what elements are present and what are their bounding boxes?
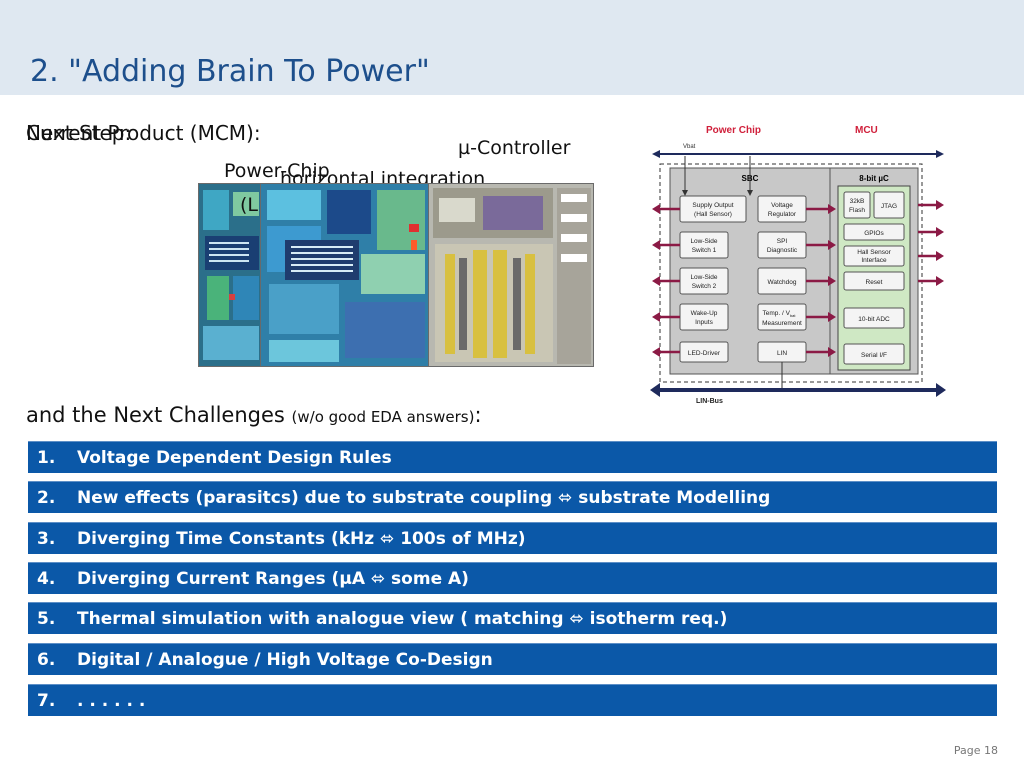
challenge-item-7: 7. . . . . . .: [28, 684, 997, 716]
challenge-text: Diverging Current Ranges (µA ⬄ some A): [77, 569, 469, 589]
challenge-text: Voltage Dependent Design Rules: [77, 448, 392, 468]
challenge-number: 4.: [37, 569, 56, 589]
challenge-number: 7.: [37, 691, 56, 711]
challenge-item-4: 4. Diverging Current Ranges (µA ⬄ some A): [28, 562, 997, 594]
challenge-text: Digital / Analogue / High Voltage Co-Des…: [77, 650, 493, 670]
lin-bus-label: LIN-Bus: [696, 398, 723, 405]
challenge-item-2: 2. New effects (parasitcs) due to substra…: [28, 481, 997, 513]
die-photo-right: [428, 183, 594, 367]
mcu-heading: MCU: [855, 125, 878, 136]
hall-label-1: Hall Sensor: [857, 249, 891, 256]
die-photo-left: [198, 183, 264, 367]
challenge-item-5: 5. Thermal simulation with analogue view …: [28, 602, 997, 634]
current-product-label: Current Product (MCM):: [26, 121, 261, 145]
die-photo-center: [260, 183, 430, 367]
power-chip-heading: Power Chip: [706, 125, 761, 136]
challenge-number: 1.: [37, 448, 56, 468]
watchdog-label: Watchdog: [767, 279, 796, 286]
wake-up-label-1: Wake-Up: [691, 310, 718, 317]
low-side-2-label-a: Low-Side: [690, 274, 717, 281]
gpios-label: GPIOs: [864, 230, 884, 237]
vbat-label: Vbat: [683, 144, 696, 150]
spi-label-2: Diagnostic: [767, 247, 798, 254]
hall-label-2: Interface: [861, 257, 887, 264]
low-side-1-label-a: Low-Side: [690, 238, 717, 245]
flash-label-1: 32kB: [850, 198, 865, 205]
challenge-number: 6.: [37, 650, 56, 670]
temp-label-1: Temp. / Vbat: [762, 310, 796, 318]
power-chip-label: Power-Chip: [224, 160, 330, 182]
challenge-number: 2.: [37, 488, 56, 508]
temp-label-sub: bat: [790, 313, 796, 318]
flash-label-2: Flash: [849, 207, 865, 214]
temp-label-2: Measurement: [762, 320, 802, 327]
controller-label: µ-Controller: [458, 137, 571, 159]
led-driver-label: LED-Driver: [688, 350, 721, 357]
paren-fragment: (L: [240, 194, 258, 216]
uc-label: 8-bit µC: [859, 174, 889, 183]
challenge-text: Thermal simulation with analogue view ( …: [77, 609, 728, 629]
low-side-2-label-b: Switch 2: [692, 283, 717, 290]
wake-up-label-2: Inputs: [695, 319, 713, 326]
challenge-number: 5.: [37, 609, 56, 629]
voltage-regulator-label-1: Voltage: [771, 202, 793, 209]
voltage-regulator-label-2: Regulator: [768, 211, 797, 218]
low-side-1-label-b: Switch 1: [692, 247, 717, 254]
page-number: Page 18: [953, 744, 998, 757]
challenge-number: 3.: [37, 529, 56, 549]
challenges-heading-main: and the Next Challenges: [26, 403, 292, 427]
jtag-label: JTAG: [881, 203, 897, 210]
reset-label: Reset: [866, 279, 883, 286]
challenges-heading: and the Next Challenges (w/o good EDA an…: [26, 403, 482, 427]
adc-label: 10-bit ADC: [858, 316, 890, 323]
challenge-text: New effects (parasitcs) due to substrate…: [77, 488, 771, 508]
challenges-heading-colon: :: [474, 403, 482, 427]
challenge-text: Diverging Time Constants (kHz ⬄ 100s of …: [77, 529, 526, 549]
title-band: [0, 0, 1024, 95]
supply-output-label-2: (Hall Sensor): [694, 211, 732, 218]
page-title: 2. "Adding Brain To Power": [30, 54, 430, 89]
temp-label-main: Temp. / V: [762, 310, 790, 317]
challenge-item-6: 6. Digital / Analogue / High Voltage Co-D…: [28, 643, 997, 675]
supply-output-label-1: Supply Output: [692, 202, 733, 209]
challenge-item-1: 1. Voltage Dependent Design Rules: [28, 441, 997, 473]
challenge-item-3: 3. Diverging Time Constants (kHz ⬄ 100s o…: [28, 522, 997, 554]
block-diagram: Power Chip MCU Vbat SBC 8-bit µC: [640, 118, 950, 412]
lin-label: LIN: [777, 350, 787, 357]
challenge-text: . . . . . .: [77, 691, 146, 711]
spi-label-1: SPI: [777, 238, 788, 245]
next-step-label: Next Step:: [26, 121, 132, 145]
challenges-heading-small: (w/o good EDA answers): [291, 408, 475, 426]
serial-label: Serial I/F: [861, 352, 887, 359]
